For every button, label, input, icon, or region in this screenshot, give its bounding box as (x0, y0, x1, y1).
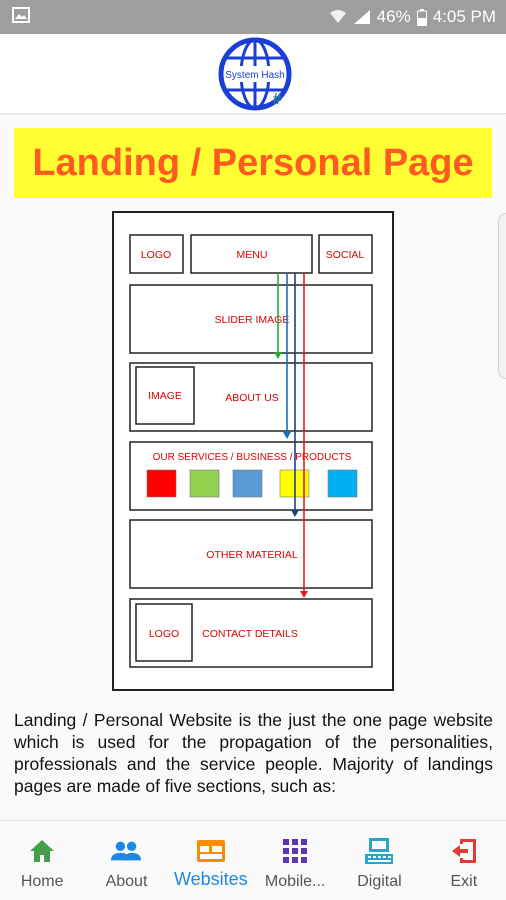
logo-text: System Hash (225, 70, 284, 81)
nav-label: Websites (173, 869, 248, 889)
diagram-arrow-head (283, 432, 291, 439)
diagram-contact: CONTACT DETAILS (202, 628, 298, 640)
diagram-menu-box (190, 234, 313, 274)
apps-grid-icon (280, 837, 310, 865)
exit-icon (449, 837, 479, 865)
diagram-services: OUR SERVICES / BUSINESS / PRODUCTS (153, 452, 352, 463)
diagram-menu: MENU (237, 249, 268, 261)
diagram-swatch (232, 469, 263, 498)
nav-item-digital[interactable]: Digital (337, 821, 421, 900)
diagram-arrow-head (291, 510, 299, 517)
nav-item-exit[interactable]: Exit (422, 821, 506, 900)
status-bar: 46% 4:05 PM (0, 0, 506, 34)
diagram-logo: LOGO (141, 249, 171, 261)
diagram-slider: SLIDER IMAGE (215, 314, 290, 326)
gallery-notification-icon (12, 7, 30, 23)
diagram-arrow-head (300, 591, 308, 598)
diagram-arrows (274, 273, 308, 598)
diagram-image-box (135, 366, 195, 425)
nav-label: Mobile... (264, 873, 326, 890)
diagram-about: ABOUT US (225, 392, 278, 404)
nav-item-about[interactable]: About (84, 821, 168, 900)
diagram-swatch (146, 469, 177, 498)
nav-label: Digital (357, 873, 402, 890)
diagram-image: IMAGE (148, 390, 182, 402)
hash-globe-logo[interactable]: System Hash # (217, 36, 293, 112)
diagram-social: SOCIAL (326, 249, 365, 261)
diagram-footer-logo-box (135, 603, 193, 662)
page-description: Landing / Personal Website is the just t… (14, 710, 493, 796)
scroll-handle[interactable] (498, 213, 506, 379)
diagram-other: OTHER MATERIAL (206, 549, 298, 561)
status-right: 46% 4:05 PM (329, 6, 496, 28)
diagram-logo-box (129, 234, 184, 274)
wifi-icon (329, 10, 346, 23)
web-icon (196, 837, 226, 865)
computer-icon (364, 837, 394, 865)
content-area[interactable]: Landing / Personal Page LOGO MENU SOCIAL… (0, 115, 506, 820)
page-title: Landing / Personal Page (32, 141, 474, 184)
diagram-arrow-head (274, 352, 282, 359)
nav-label: Exit (450, 873, 478, 890)
landing-layout-diagram: LOGO MENU SOCIAL SLIDER IMAGE IMAGE ABOU… (112, 211, 394, 691)
nav-item-websites[interactable]: Websites (169, 821, 253, 900)
app-header: System Hash # (0, 34, 506, 114)
bottom-navigation: Home About Websites Mobile... Digital Exit (0, 820, 506, 900)
battery-icon (416, 8, 427, 26)
diagram-social-box (318, 234, 373, 274)
title-banner: Landing / Personal Page (14, 128, 492, 198)
nav-item-mobile[interactable]: Mobile... (253, 821, 337, 900)
signal-icon (353, 10, 370, 24)
diagram-swatch (189, 469, 220, 498)
people-icon (111, 837, 142, 865)
diagram-slider-box (129, 284, 373, 354)
clock: 4:05 PM (432, 7, 496, 26)
svg-text:#: # (273, 91, 282, 108)
nav-label: About (105, 873, 148, 890)
nav-label: Home (20, 873, 64, 890)
home-icon (27, 837, 57, 865)
diagram-other-box (129, 519, 373, 589)
diagram-swatch (327, 469, 358, 498)
battery-percent: 46% (376, 7, 411, 26)
nav-item-home[interactable]: Home (0, 821, 84, 900)
diagram-footer-logo: LOGO (149, 628, 179, 640)
